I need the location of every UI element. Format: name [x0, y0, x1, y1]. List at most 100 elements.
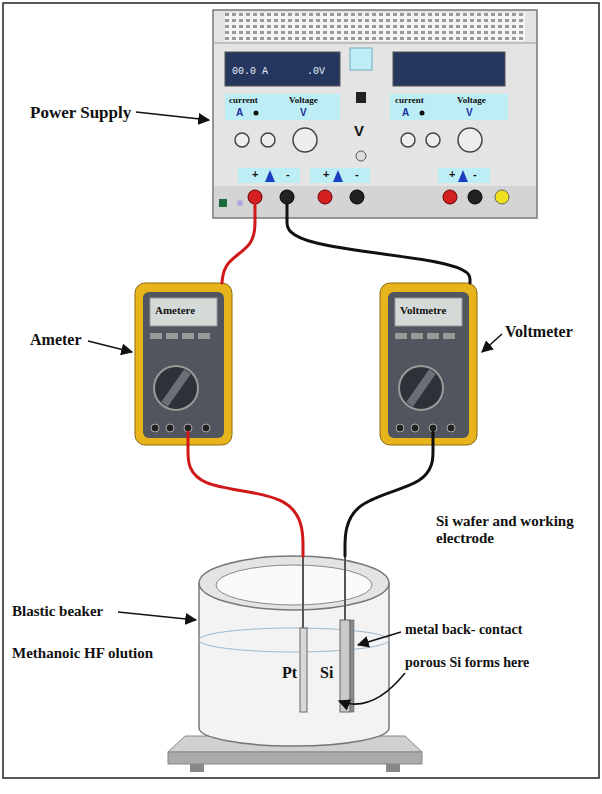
voltmeter-body: [411, 333, 423, 339]
power-supply-body: [261, 133, 275, 147]
electrodes: [302, 556, 304, 628]
power-supply-body: [356, 92, 366, 103]
node-text: current: [229, 96, 258, 105]
beaker-body: [199, 556, 389, 746]
node-text: +: [252, 169, 258, 180]
voltmeter-body: [432, 431, 435, 445]
leader-arrows: [88, 112, 502, 704]
power-supply-body: [443, 190, 457, 204]
power-supply-body: [280, 190, 294, 204]
callout-label: Si wafer and working electrode: [436, 513, 578, 548]
power-supply-body: [495, 190, 509, 204]
callout-label: metal back- contact: [405, 622, 522, 638]
node-text: V: [466, 108, 473, 118]
power-supply-body: [390, 94, 508, 120]
node-text: -: [286, 169, 290, 180]
frame: [3, 3, 599, 778]
beaker: Pt Si: [199, 556, 389, 746]
ammeter-body: [166, 333, 178, 339]
ammeter-body: [161, 369, 190, 406]
callout-label: Ameter: [30, 331, 82, 349]
node-text: Ametere: [155, 305, 195, 316]
power-supply: 00.0 A.0VcurrentVoltageAVVcurrentVoltage…: [213, 10, 537, 218]
callout-label: porous Si forms here: [405, 655, 529, 671]
wire: [188, 445, 303, 556]
node-text: V: [300, 108, 307, 118]
power-supply-body: [219, 199, 227, 207]
leader-arrows: [339, 673, 405, 704]
power-supply-body: [225, 94, 340, 120]
stirrer-stand: [190, 764, 204, 772]
ammeter-body: [198, 333, 210, 339]
electrodes: [340, 620, 350, 712]
leader-arrows: [88, 341, 132, 352]
voltmeter-body: [411, 424, 419, 432]
voltmeter-body: [380, 283, 477, 445]
node-text: Voltmetre: [400, 305, 446, 316]
leader-arrows: [136, 112, 209, 120]
power-supply-body: [235, 133, 249, 147]
node-text: A: [236, 108, 243, 118]
power-supply-body: [254, 203, 257, 218]
voltmeter-body: [427, 333, 439, 339]
power-supply-body: [213, 10, 537, 218]
callout-label: Power Supply: [30, 103, 131, 123]
power-supply-body: [401, 133, 415, 147]
power-supply-body: [420, 111, 425, 116]
voltmeter-body: [429, 424, 437, 432]
ammeter-body: [135, 283, 232, 445]
power-supply-body: [248, 190, 262, 204]
power-supply-body: [393, 52, 505, 86]
stirrer-stand: [168, 752, 422, 764]
node-text: A: [402, 108, 409, 118]
power-supply-body: [213, 43, 537, 44]
beaker-body: [199, 628, 389, 652]
leader-arrows: [358, 632, 401, 645]
ammeter-body: [182, 333, 194, 339]
power-supply-body: [458, 128, 482, 152]
node-text: current: [395, 96, 424, 105]
power-supply-body: [265, 170, 275, 182]
beaker-body: [216, 565, 372, 605]
node-text: Voltage: [289, 96, 318, 105]
electrodes: [344, 556, 346, 620]
ammeter-body: [150, 333, 162, 339]
node-text: Pt: [282, 665, 297, 681]
voltmeter-body: [447, 424, 455, 432]
ammeter-body: [135, 283, 232, 445]
power-supply-body: [286, 203, 289, 218]
ammeter-body: [150, 298, 217, 326]
power-supply-body: [426, 133, 440, 147]
power-supply-body: [356, 151, 366, 161]
voltmeter-body: [395, 333, 407, 339]
power-supply-body: [350, 190, 364, 204]
power-supply-body: [225, 13, 525, 41]
ammeter-body: [143, 292, 224, 438]
power-supply-body: [238, 168, 300, 183]
ammeter-body: [151, 424, 159, 432]
node-text: V: [354, 123, 364, 138]
node-text: +: [323, 169, 329, 180]
voltmeter-body: [399, 366, 443, 410]
callout-label: Blastic beaker: [12, 603, 103, 620]
voltmeter-body: [396, 424, 404, 432]
electrodes: [350, 620, 354, 712]
ammeter-body: [202, 424, 210, 432]
wire: [222, 218, 255, 283]
voltmeter-body: [388, 292, 469, 438]
callout-label: Voltmeter: [505, 323, 573, 341]
power-supply-body: [214, 186, 536, 217]
node-text: -: [355, 169, 359, 180]
voltmeter-body: [380, 283, 477, 445]
node-text: Voltage: [457, 96, 486, 105]
node-text: 00.0 A: [232, 67, 268, 77]
ammeter-body: [166, 424, 174, 432]
power-supply-body: [310, 168, 370, 183]
stirrer-stand: [386, 764, 400, 772]
node-text: Si: [320, 665, 333, 681]
beaker-body: [199, 556, 389, 610]
node-text: -: [473, 169, 477, 180]
power-supply-body: [254, 111, 259, 116]
power-supply-body: [213, 10, 537, 218]
